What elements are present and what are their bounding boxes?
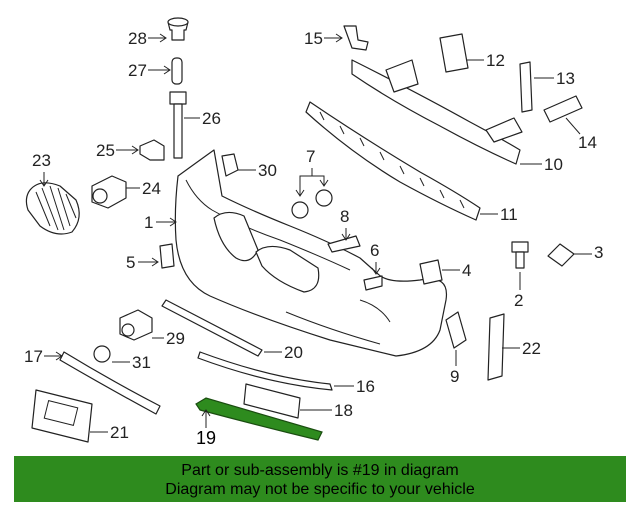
callout-22: 22 — [502, 339, 541, 358]
svg-text:22: 22 — [522, 339, 541, 358]
part-15-bracket — [343, 25, 369, 51]
part-12-bracket — [439, 33, 469, 73]
part-20-trim — [161, 299, 263, 357]
svg-text:11: 11 — [500, 205, 518, 224]
svg-text:10: 10 — [544, 155, 563, 174]
part-18-cover — [243, 383, 301, 419]
svg-text:6: 6 — [370, 241, 379, 260]
part-7-clips — [291, 189, 333, 219]
callout-20: 20 — [264, 343, 303, 362]
callout-25: 25 — [96, 141, 139, 160]
callout-12: 12 — [466, 51, 505, 70]
svg-text:9: 9 — [450, 367, 459, 386]
callout-31: 31 — [112, 353, 151, 372]
part-13-bracket — [519, 61, 533, 113]
callout-10: 10 — [520, 155, 563, 174]
callout-29: 29 — [152, 329, 185, 348]
svg-text:30: 30 — [258, 161, 277, 180]
part-8-bracket — [327, 235, 361, 253]
part-27-pin — [171, 57, 183, 85]
callout-21: 21 — [90, 423, 129, 442]
svg-text:27: 27 — [128, 61, 147, 80]
callout-19-highlighted: 19 — [196, 409, 216, 448]
callout-5: 5 — [126, 253, 159, 272]
svg-text:2: 2 — [514, 291, 523, 310]
callout-14: 14 — [565, 117, 597, 152]
callout-13: 13 — [534, 69, 575, 88]
callout-7: 7 — [295, 147, 329, 197]
part-11-absorber — [305, 101, 481, 221]
svg-text:5: 5 — [126, 253, 135, 272]
svg-text:8: 8 — [340, 207, 349, 226]
callout-4: 4 — [442, 261, 471, 280]
part-25-bracket — [139, 139, 165, 161]
svg-text:31: 31 — [132, 353, 151, 372]
callout-30: 30 — [238, 161, 277, 180]
part-26-bolt — [169, 91, 187, 159]
part-1-bumper-cover — [174, 149, 448, 357]
part-9-bracket — [445, 311, 467, 349]
part-30-bracket — [221, 153, 239, 177]
svg-text:13: 13 — [556, 69, 575, 88]
part-6-bracket — [363, 275, 383, 291]
callout-23: 23 — [32, 151, 51, 187]
svg-text:29: 29 — [166, 329, 185, 348]
callout-9: 9 — [450, 350, 459, 386]
part-10-carrier — [351, 59, 523, 165]
part-2-bolt — [511, 241, 529, 269]
part-16-strip — [197, 351, 333, 391]
part-3-nut — [547, 243, 575, 267]
callout-6: 6 — [370, 241, 381, 275]
part-23-grille — [25, 182, 80, 235]
svg-text:1: 1 — [144, 213, 153, 232]
part-29-sensor — [119, 309, 153, 341]
svg-text:14: 14 — [578, 133, 597, 152]
part-22-bracket — [487, 313, 505, 381]
banner-line-2: Diagram may not be specific to your vehi… — [165, 481, 475, 498]
svg-text:26: 26 — [202, 109, 221, 128]
part-28-clip — [167, 17, 189, 41]
info-banner: Part or sub-assembly is #19 in diagram D… — [14, 456, 626, 502]
svg-text:4: 4 — [462, 261, 471, 280]
svg-text:3: 3 — [594, 243, 603, 262]
part-5-cover — [159, 243, 175, 269]
callout-1: 1 — [144, 213, 177, 232]
part-4-bracket — [419, 259, 443, 285]
callout-11: 11 — [480, 205, 518, 224]
callout-16: 16 — [334, 377, 375, 396]
svg-text:7: 7 — [306, 147, 315, 166]
callout-24: 24 — [126, 179, 161, 198]
callout-8: 8 — [340, 207, 351, 241]
part-19-spoiler-highlight — [195, 397, 323, 441]
callout-17: 17 — [24, 347, 63, 366]
callout-26: 26 — [184, 109, 221, 128]
callout-27: 27 — [128, 61, 171, 80]
svg-text:15: 15 — [304, 29, 323, 48]
svg-text:24: 24 — [142, 179, 161, 198]
svg-text:20: 20 — [284, 343, 303, 362]
callout-2: 2 — [514, 272, 523, 310]
callout-3: 3 — [574, 243, 603, 262]
svg-text:19: 19 — [196, 428, 216, 448]
part-24-sensor — [91, 175, 127, 209]
part-31-grommet — [93, 345, 111, 363]
banner-line-1: Part or sub-assembly is #19 in diagram — [181, 462, 459, 479]
callout-18: 18 — [300, 401, 353, 420]
svg-text:21: 21 — [110, 423, 129, 442]
part-17-strip — [59, 351, 161, 415]
svg-text:18: 18 — [334, 401, 353, 420]
svg-text:12: 12 — [486, 51, 505, 70]
part-21-plate-base — [31, 389, 93, 443]
svg-text:16: 16 — [356, 377, 375, 396]
parts-diagram: 28 27 26 25 23 24 30 1 5 7 8 6 15 12 13 … — [24, 17, 603, 448]
svg-text:23: 23 — [32, 151, 51, 170]
part-14-bracket — [543, 95, 583, 123]
svg-text:28: 28 — [128, 29, 147, 48]
callout-15: 15 — [304, 29, 343, 48]
callout-28: 28 — [128, 29, 167, 48]
svg-text:17: 17 — [24, 347, 43, 366]
svg-text:25: 25 — [96, 141, 115, 160]
